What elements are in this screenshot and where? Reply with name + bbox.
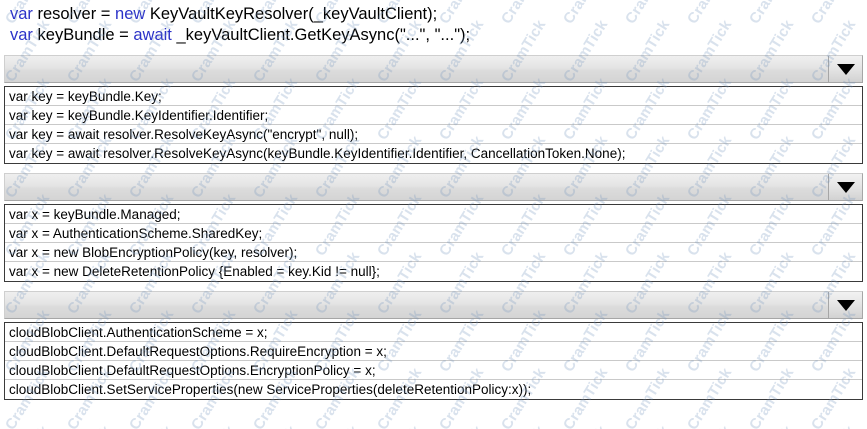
dropdown-2-options[interactable]: var x = keyBundle.Managed; var x = Authe…: [4, 204, 863, 282]
chevron-down-icon[interactable]: [828, 292, 862, 318]
chevron-down-icon[interactable]: [828, 56, 862, 82]
watermark-text: CramTick: [808, 423, 859, 429]
dropdown-3-option-3[interactable]: cloudBlobClient.SetServiceProperties(new…: [9, 382, 532, 397]
chevron-down-glyph: [836, 63, 855, 75]
code-line-2: var keyBundle = await _keyVaultClient.Ge…: [10, 25, 867, 46]
watermark-text: CramTick: [560, 423, 611, 429]
spacer: [0, 46, 867, 55]
dropdown-3-combobox[interactable]: [4, 291, 863, 319]
dropdown-2-option-3[interactable]: var x = new DeleteRetentionPolicy {Enabl…: [9, 264, 380, 279]
dropdown-2-option-2[interactable]: var x = new BlobEncryptionPolicy(key, re…: [5, 243, 862, 262]
code-text: _keyVaultClient.GetKeyAsync("...", "..."…: [176, 26, 471, 44]
watermark-text: CramTick: [64, 423, 115, 429]
dropdown-2-option-0[interactable]: var x = keyBundle.Managed;: [5, 205, 862, 224]
code-keyword: new: [115, 5, 150, 23]
code-text: resolver =: [37, 5, 116, 23]
dropdown-3-option-1[interactable]: cloudBlobClient.DefaultRequestOptions.Re…: [5, 342, 862, 361]
chevron-down-glyph: [836, 181, 855, 193]
chevron-down-icon[interactable]: [828, 174, 862, 200]
dropdown-1-value: [5, 56, 828, 82]
watermark-text: CramTick: [746, 423, 797, 429]
watermark-text: CramTick: [374, 423, 425, 429]
code-keyword: var: [10, 26, 38, 44]
dropdown-group-2: var x = keyBundle.Managed; var x = Authe…: [4, 173, 863, 282]
dropdown-2-option-1[interactable]: var x = AuthenticationScheme.SharedKey;: [5, 224, 862, 243]
chevron-down-glyph: [836, 299, 855, 311]
watermark-text: CramTick: [498, 423, 549, 429]
dropdown-2-combobox[interactable]: [4, 173, 863, 201]
watermark-text: CramTick: [684, 423, 735, 429]
dropdown-1-combobox[interactable]: [4, 55, 863, 83]
dropdown-1-option-2[interactable]: var key = await resolver.ResolveKeyAsync…: [5, 125, 862, 144]
spacer: [0, 164, 867, 173]
dropdown-1-option-1[interactable]: var key = keyBundle.KeyIdentifier.Identi…: [5, 106, 862, 125]
watermark-text: CramTick: [436, 423, 487, 429]
dropdown-3-options[interactable]: cloudBlobClient.AuthenticationScheme = x…: [4, 322, 863, 400]
watermark-text: CramTick: [126, 423, 177, 429]
watermark-text: CramTick: [188, 423, 239, 429]
spacer: [0, 282, 867, 291]
code-text: KeyVaultKeyResolver(_keyVaultClient);: [149, 5, 438, 23]
question-body: var resolver = new KeyVaultKeyResolver(_…: [0, 0, 867, 400]
dropdown-group-1: var key = keyBundle.Key; var key = keyBu…: [4, 55, 863, 164]
dropdown-3-value: [5, 292, 828, 318]
dropdown-1-option-3[interactable]: var key = await resolver.ResolveKeyAsync…: [9, 146, 626, 161]
watermark-text: CramTick: [250, 423, 301, 429]
code-keyword: var: [10, 5, 38, 23]
watermark-text: CramTick: [622, 423, 673, 429]
watermark-text: CramTick: [312, 423, 363, 429]
dropdown-1-option-0[interactable]: var key = keyBundle.Key;: [5, 87, 862, 106]
dropdown-2-value: [5, 174, 828, 200]
dropdown-1-options[interactable]: var key = keyBundle.Key; var key = keyBu…: [4, 86, 863, 164]
dropdown-3-option-2[interactable]: cloudBlobClient.DefaultRequestOptions.En…: [5, 361, 862, 380]
dropdown-group-3: cloudBlobClient.AuthenticationScheme = x…: [4, 291, 863, 400]
code-text: keyBundle =: [37, 26, 134, 44]
code-line-1: var resolver = new KeyVaultKeyResolver(_…: [10, 4, 867, 25]
watermark-text: CramTick: [2, 423, 53, 429]
intro-code-block: var resolver = new KeyVaultKeyResolver(_…: [0, 0, 867, 46]
code-keyword: await: [133, 26, 177, 44]
dropdown-3-option-0[interactable]: cloudBlobClient.AuthenticationScheme = x…: [5, 323, 862, 342]
